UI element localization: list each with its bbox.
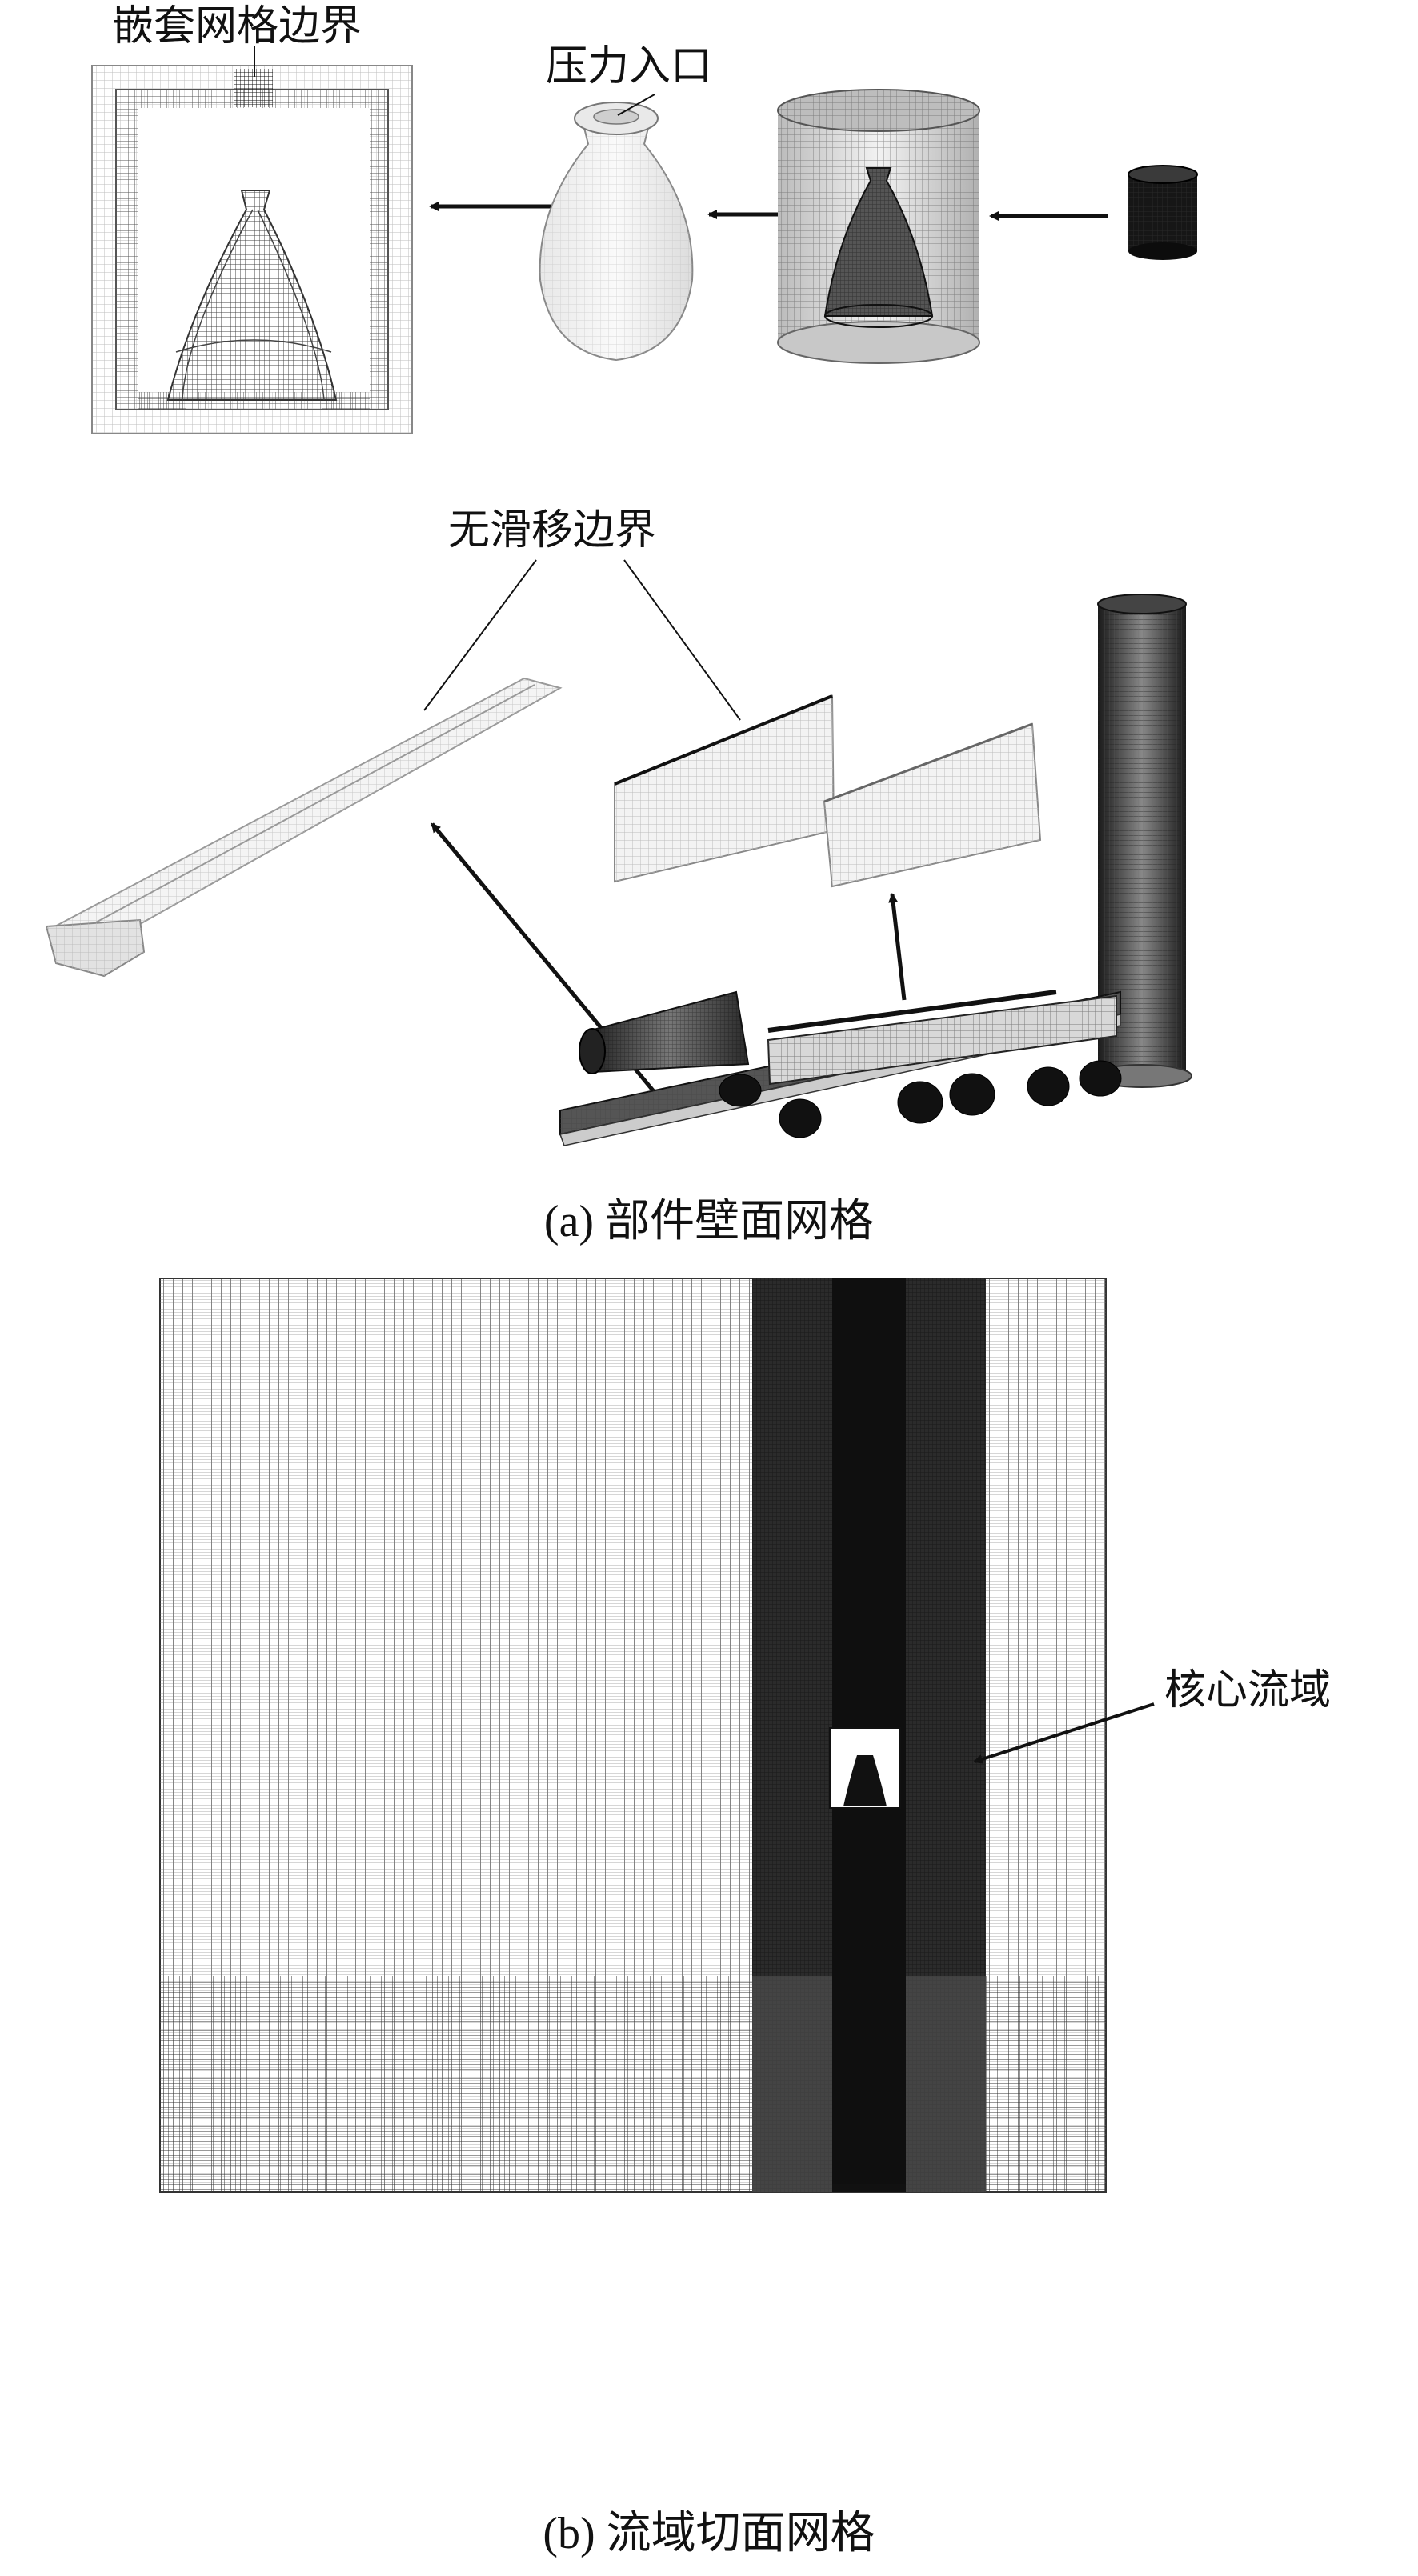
cylinder-domain <box>777 89 980 364</box>
no-slip-boundary-label: 无滑移边界 <box>448 506 656 554</box>
panel-a-caption: (a) 部件壁面网格 <box>544 1197 874 1246</box>
pressure-inlet-leader <box>617 94 655 116</box>
panel-a: 嵌套网格边界 压力入口 <box>45 2 1198 1246</box>
pressure-inlet-label: 压力入口 <box>546 42 712 90</box>
pressure-inlet-flask <box>539 102 694 362</box>
flow-domain-section <box>159 1278 1107 2193</box>
deflector-block-left <box>614 694 835 883</box>
assembly-rocket-cone <box>579 990 750 1074</box>
no-slip-leader-left <box>423 559 537 711</box>
arrow-assembly-to-deflector <box>888 893 907 1001</box>
panel-b: 核心流域 (b) 流域切面网格 <box>159 1278 1331 2558</box>
small-dark-cylinder <box>1128 165 1198 260</box>
core-domain-arrow <box>973 1702 1155 1764</box>
core-domain-label: 核心流域 <box>1164 1666 1331 1714</box>
guide-rail-part <box>45 677 563 978</box>
no-slip-leader-right <box>623 559 741 721</box>
panel-b-caption: (b) 流域切面网格 <box>543 2509 875 2558</box>
assembly-upper-beam <box>767 990 1117 1086</box>
nested-mesh-box <box>91 65 413 434</box>
wheels <box>719 1060 1122 1138</box>
nested-boundary-label: 嵌套网格边界 <box>112 2 362 50</box>
deflector-block-right <box>823 722 1042 888</box>
